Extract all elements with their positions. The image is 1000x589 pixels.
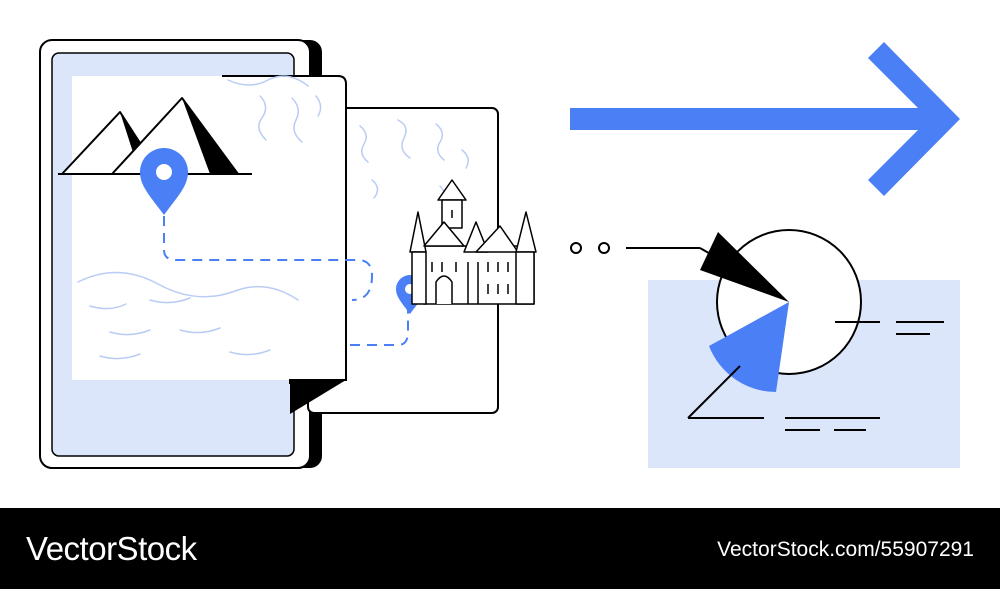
location-pin-icon xyxy=(140,148,188,215)
mountains-icon xyxy=(58,97,252,175)
pie-chart-icon xyxy=(700,229,862,392)
illustration xyxy=(39,39,960,469)
castle-icon xyxy=(409,179,537,305)
route-path xyxy=(163,216,409,346)
watermark-bar: VectorStock VectorStock.com/55907291 xyxy=(0,508,1000,589)
chart-legend-lines xyxy=(687,321,944,431)
brand-logo: VectorStock xyxy=(26,530,197,567)
image-id-text: VectorStock.com/55907291 xyxy=(717,538,974,561)
arrow-right-icon xyxy=(570,42,960,196)
